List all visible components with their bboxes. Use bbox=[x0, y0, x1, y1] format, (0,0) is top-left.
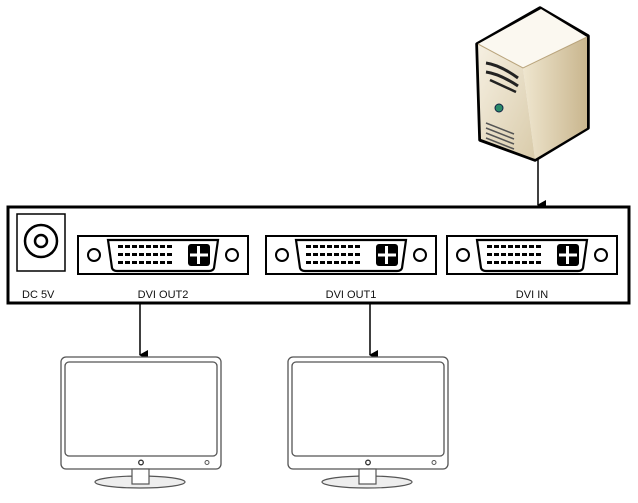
port-label-dvi-out1: DVI OUT1 bbox=[326, 289, 377, 301]
port-label-dc: DC 5V bbox=[22, 289, 55, 301]
port-label-dvi-out2: DVI OUT2 bbox=[138, 289, 189, 301]
dvi-out1-port-icon bbox=[264, 234, 438, 276]
dvi-out2-port-icon bbox=[76, 234, 250, 276]
port-label-dvi-in: DVI IN bbox=[516, 289, 548, 301]
monitor-1-icon bbox=[60, 356, 222, 489]
monitor-2-icon bbox=[287, 356, 449, 489]
dc-power-jack-icon bbox=[16, 213, 66, 272]
computer-tower-icon bbox=[475, 6, 590, 162]
dvi-in-port-icon bbox=[445, 234, 619, 276]
